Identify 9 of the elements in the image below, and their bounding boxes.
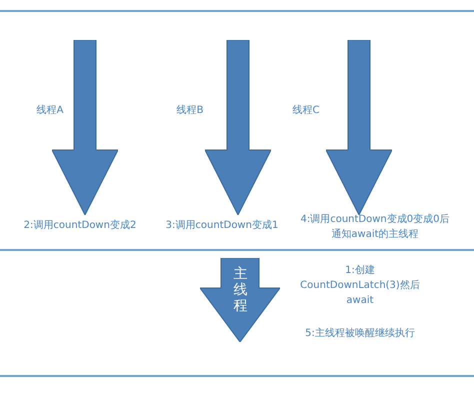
step-note: 4:调用countDown变成0变成0后通知await的主线程 bbox=[300, 212, 450, 242]
step-note: 线程A bbox=[36, 104, 64, 118]
step-note: 2:调用countDown变成2 bbox=[22, 218, 138, 233]
arrow-label: 主线程 bbox=[233, 266, 248, 314]
step-note: 3:调用countDown变成1 bbox=[164, 218, 280, 233]
step-note: 线程B bbox=[176, 104, 204, 118]
step-note: 1:创建CountDownLatch(3)然后await bbox=[300, 264, 420, 308]
step-note: 5:主线程被唤醒继续执行 bbox=[304, 326, 416, 341]
step-note: 线程C bbox=[292, 104, 320, 118]
